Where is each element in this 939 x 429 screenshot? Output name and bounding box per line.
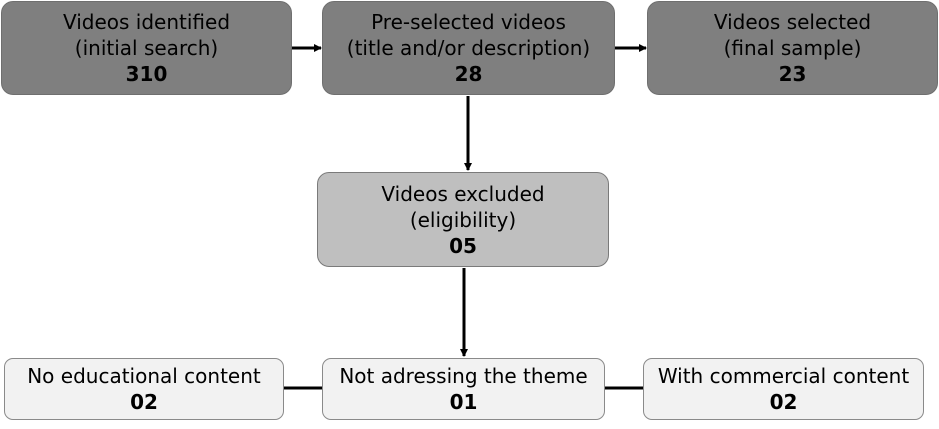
no-educational-content-box: No educational content 02 [4,358,284,420]
videos-selected-label: Videos selected [713,10,872,34]
videos-selected-sublabel: (final sample) [723,36,862,60]
not-addressing-theme-label: Not adressing the theme [339,364,588,388]
videos-identified-label: Videos identified [62,10,231,34]
preselected-videos-box: Pre-selected videos (title and/or descri… [322,1,615,95]
videos-selected-box: Videos selected (final sample) 23 [647,1,938,95]
no-educational-content-count: 02 [130,390,158,414]
commercial-content-count: 02 [769,390,798,414]
commercial-content-box: With commercial content 02 [643,358,924,420]
videos-identified-sublabel: (initial search) [74,36,219,60]
not-addressing-theme-box: Not adressing the theme 01 [322,358,605,420]
videos-selected-count: 23 [778,62,807,86]
videos-excluded-label: Videos excluded [381,181,545,206]
videos-identified-box: Videos identified (initial search) 310 [1,1,292,95]
no-educational-content-label: No educational content [27,364,261,388]
videos-excluded-sublabel: (eligibility) [409,207,517,232]
preselected-videos-count: 28 [454,62,483,86]
preselected-videos-sublabel: (title and/or description) [346,36,591,60]
videos-identified-count: 310 [125,62,168,86]
commercial-content-label: With commercial content [657,364,910,388]
videos-excluded-box: Videos excluded (eligibility) 05 [317,172,609,267]
not-addressing-theme-count: 01 [449,390,478,414]
videos-excluded-count: 05 [449,233,477,258]
preselected-videos-label: Pre-selected videos [371,10,566,34]
